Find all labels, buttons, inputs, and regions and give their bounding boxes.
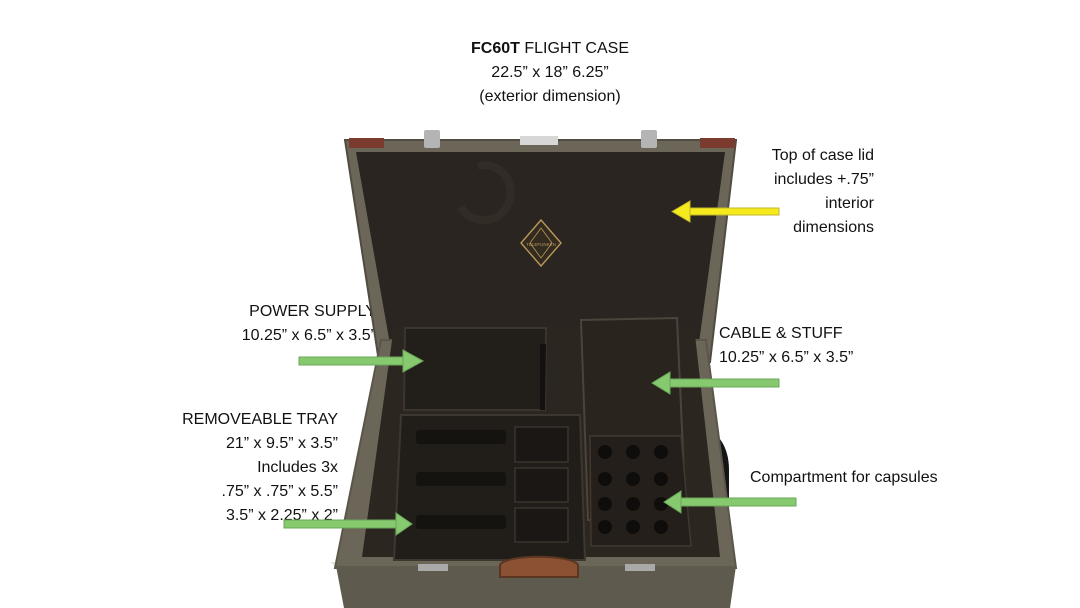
removable-tray [392,414,587,561]
left-latch-icon [424,130,440,148]
base-lining [362,326,720,557]
power-supply-callout: POWER SUPPLY 10.25” x 6.5” x 3.5” [206,300,376,348]
model-name: FC60T [471,40,520,57]
tray-slots [416,430,506,529]
tray-slot-1 [416,430,506,444]
front-carry-handle [499,555,579,578]
capsule-hole-9 [654,497,668,511]
capsule-compartment [589,435,692,547]
cable-arrow-shaft [665,378,780,388]
tray-compartment-dimensions: 3.5” x 2.25” x 2” [225,507,338,524]
front-left-latch [418,564,448,571]
tray-compartment-3 [514,507,569,543]
lid-lining-fold [457,161,515,225]
case-lid: TELEFUNKEN [343,130,738,363]
capsule-hole-11 [626,520,640,534]
cable-arrow [651,371,780,395]
exterior-dimensions: 22.5” x 18” 6.25” [491,64,609,81]
lid-line-3: interior [825,195,874,212]
cable-dimensions: 10.25” x 6.5” x 3.5” [719,349,854,366]
capsules-callout: Compartment for capsules [750,466,1000,490]
power-supply-dimensions: 10.25” x 6.5” x 3.5” [241,327,376,344]
cable-title: CABLE & STUFF [719,325,843,342]
capsule-hole-12 [654,520,668,534]
logo-inner-diamond [529,227,553,259]
power-supply-title: POWER SUPPLY [249,303,376,320]
compartment-divider [540,344,546,410]
right-side-handle [681,423,729,555]
capsules-arrow-shaft [678,497,797,507]
tray-compartment-2 [514,467,569,503]
lid-lining [356,152,725,350]
lid-arrow-head [671,200,691,223]
right-corner-cap [700,138,735,148]
tray-slot-2 [416,472,506,486]
lid-line-4: dimensions [793,219,874,236]
cable-arrow-head [651,371,671,395]
logo-text: TELEFUNKEN [526,242,556,247]
tray-compartments [514,426,569,543]
tray-slot-3 [416,515,506,529]
capsule-hole-2 [626,445,640,459]
telefunken-logo: TELEFUNKEN [520,218,562,268]
base-shell [333,339,738,569]
case-shadow [330,562,735,590]
tray-arrow-head [395,512,413,536]
power-supply-arrow [298,349,425,373]
case-base [333,316,738,608]
capsule-hole-3 [654,445,668,459]
capsules-arrow [663,490,797,514]
cable-callout: CABLE & STUFF 10.25” x 6.5” x 3.5” [719,322,899,370]
title-callout: FC60T FLIGHT CASE 22.5” x 18” 6.25” (ext… [440,37,660,109]
front-right-latch [625,564,655,571]
power-supply-arrow-shaft [298,356,404,366]
power-supply-compartment [402,327,548,411]
exterior-note: (exterior dimension) [479,88,621,105]
capsules-arrow-head [663,490,682,514]
lid-callout: Top of case lid includes +.75” interior … [734,144,874,240]
capsule-hole-4 [598,472,612,486]
capsule-hole-1 [598,445,612,459]
capsule-hole-5 [626,472,640,486]
cable-compartment-lid [579,316,688,522]
capsule-hole-8 [626,497,640,511]
tray-callout: REMOVEABLE TRAY 21” x 9.5” x 3.5” Includ… [168,408,338,528]
lid-shell [343,139,738,363]
tray-compartment-1 [514,426,569,463]
capsules-title: Compartment for capsules [750,469,938,486]
product-name: FLIGHT CASE [519,40,629,57]
logo-diamond [520,218,562,268]
capsule-hole-6 [654,472,668,486]
tray-includes: Includes 3x [257,459,338,476]
case-front-panel [336,566,736,608]
left-corner-cap [349,138,384,148]
lid-line-2: includes +.75” [773,171,874,188]
tray-title: REMOVEABLE TRAY [182,411,338,428]
tray-dimensions: 21” x 9.5” x 3.5” [225,435,338,452]
power-supply-arrow-head [402,349,425,373]
case-handles [361,423,729,555]
lid-line-1: Top of case lid [771,147,874,164]
capsule-hole-10 [598,520,612,534]
title-line: FC60T FLIGHT CASE [440,37,660,61]
case-badge [520,136,558,145]
left-side-handle [361,423,405,555]
floor-shadow-shape [330,562,735,590]
capsule-holes [598,445,668,534]
capsule-hole-7 [598,497,612,511]
tray-slot-dimensions: .75” x .75” x 5.5” [221,483,339,500]
right-latch-icon [641,130,657,148]
